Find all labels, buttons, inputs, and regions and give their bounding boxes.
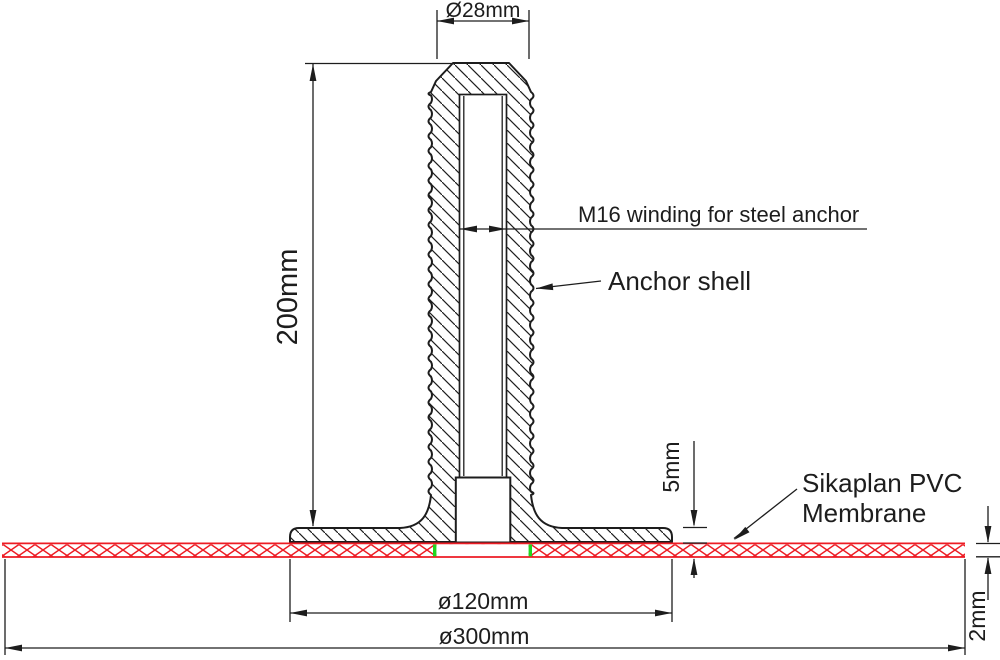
arrowhead (690, 558, 698, 575)
weld-mark-right (528, 544, 532, 557)
arrowhead (536, 283, 554, 291)
arrowhead (309, 64, 317, 81)
note-label-membrane-line1: Sikaplan PVC (802, 468, 962, 498)
dim-label-height: 200mm (272, 249, 304, 346)
anchor-bore (458, 93, 508, 479)
arrowhead (512, 17, 529, 25)
arrowhead (734, 526, 750, 540)
dim-label-membrane-diameter: ø300mm (439, 623, 530, 649)
dim-label-flange-diameter: ø120mm (438, 588, 529, 614)
dim-label-top-diameter: Ø28mm (446, 0, 521, 22)
weld-mark-left (433, 544, 437, 557)
arrowhead (5, 644, 22, 652)
arrowhead (948, 644, 965, 652)
dimension-arrowheads (5, 17, 992, 652)
note-label-winding: M16 winding for steel anchor (578, 202, 859, 227)
arrowhead (984, 557, 992, 574)
arrowhead (290, 609, 307, 617)
anchor-base-core-outline (454, 476, 512, 542)
arrowhead (655, 609, 672, 617)
arrowhead (437, 17, 454, 25)
arrowhead (690, 510, 698, 527)
dim-label-flange-thickness: 5mm (658, 441, 684, 492)
membrane-weld-gap (436, 544, 529, 557)
anchor-base-core (456, 477, 511, 542)
arrowhead (489, 225, 506, 233)
note-label-membrane-line2: Membrane (802, 498, 926, 528)
arrowhead (309, 510, 317, 527)
note-label-anchor-shell: Anchor shell (608, 266, 751, 296)
arrowhead (460, 225, 477, 233)
arrowhead (984, 526, 992, 543)
dim-label-membrane-thickness: 2mm (964, 590, 990, 641)
